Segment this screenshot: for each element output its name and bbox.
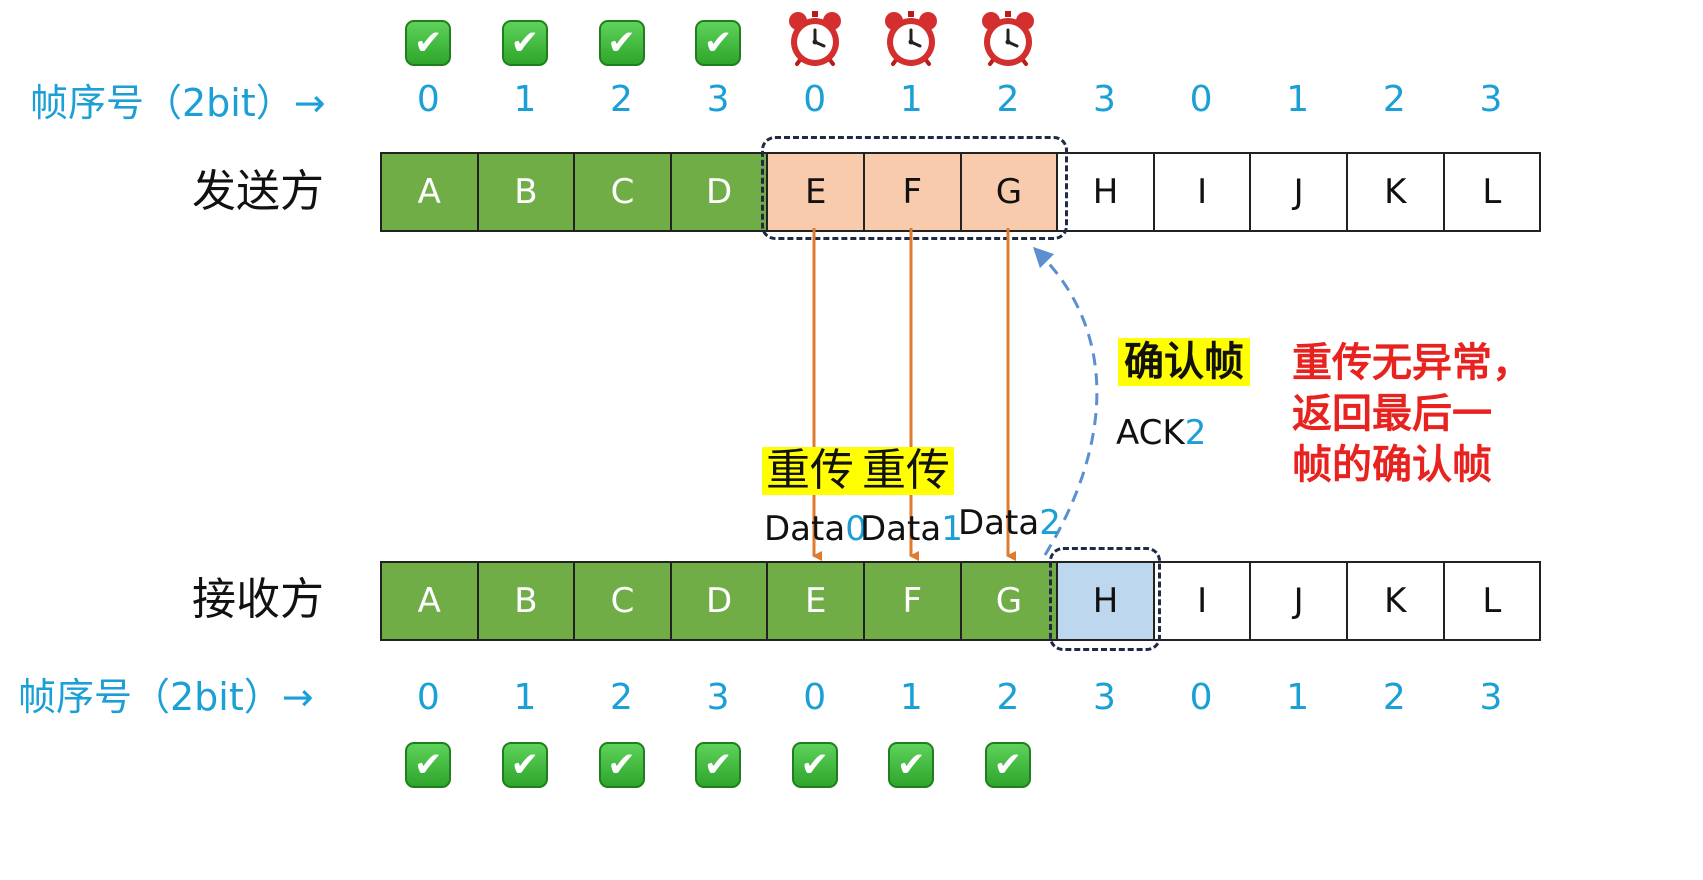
receiver-seq-caption: 帧序号（2bit）→ xyxy=(18,675,314,719)
sender-seq-0: 0 xyxy=(416,79,440,120)
sender-seq-10: 2 xyxy=(1382,79,1406,120)
note-line-3: 帧的确认帧 xyxy=(1292,442,1492,489)
receiver-check-icon-6: ✔ xyxy=(984,742,1031,788)
receiver-check-icon-2: ✔ xyxy=(598,742,645,788)
ack-frame-title: 确认帧 xyxy=(1118,338,1250,386)
receiver-seq-0: 0 xyxy=(416,677,440,718)
note-line-1: 重传无异常， xyxy=(1292,340,1532,386)
sender-check-icon-1: ✔ xyxy=(501,20,548,66)
sender-seq-2: 2 xyxy=(610,79,633,120)
retransmit-label-0: 重传 xyxy=(762,447,858,495)
sender-alarm-clock-icon-4 xyxy=(783,8,847,76)
sender-check-icon-3: ✔ xyxy=(695,20,742,66)
sender-frame-F: F xyxy=(863,152,962,232)
sender-frame-A: A xyxy=(380,152,479,232)
receiver-seq-8: 0 xyxy=(1189,677,1213,718)
receiver-frame-D: D xyxy=(669,561,769,641)
sender-seq-1: 1 xyxy=(513,79,537,120)
note-text: 重传无异常， 返回最后一 帧的确认帧 xyxy=(1292,338,1532,492)
receiver-frame-G: G xyxy=(959,561,1059,641)
sender-frame-K: K xyxy=(1346,152,1445,232)
receiver-seq-1: 1 xyxy=(513,677,537,718)
sender-frame-G: G xyxy=(959,152,1059,232)
sender-frame-D: D xyxy=(669,152,769,232)
receiver-frame-J: J xyxy=(1249,561,1348,641)
sender-seq-9: 1 xyxy=(1286,79,1310,120)
receiver-seq-9: 1 xyxy=(1286,677,1310,718)
receiver-frame-E: E xyxy=(766,561,865,641)
sender-seq-4: 0 xyxy=(803,79,827,120)
retransmit-label-1: 重传 xyxy=(858,447,954,495)
receiver-frame-B: B xyxy=(476,561,576,641)
receiver-seq-2: 2 xyxy=(610,677,633,718)
sender-seq-11: 3 xyxy=(1479,79,1503,120)
data-label-1: Data1 xyxy=(860,509,963,549)
sender-label: 发送方 xyxy=(192,166,324,217)
receiver-frame-H: H xyxy=(1056,561,1155,641)
ack-label: ACK2 xyxy=(1116,413,1207,453)
receiver-seq-4: 0 xyxy=(803,677,827,718)
receiver-seq-11: 3 xyxy=(1479,677,1503,718)
sender-frame-C: C xyxy=(573,152,672,232)
sender-alarm-clock-icon-5 xyxy=(879,8,943,76)
receiver-frame-I: I xyxy=(1152,561,1252,641)
sender-frame-B: B xyxy=(476,152,576,232)
sender-alarm-clock-icon-6 xyxy=(976,8,1040,76)
receiver-check-icon-0: ✔ xyxy=(405,742,452,788)
receiver-seq-7: 3 xyxy=(1093,677,1116,718)
receiver-window xyxy=(1049,547,1161,651)
receiver-seq-6: 2 xyxy=(996,677,1020,718)
sender-check-icon-2: ✔ xyxy=(598,20,645,66)
sender-frame-E: E xyxy=(766,152,865,232)
data-label-0: Data0 xyxy=(764,509,867,549)
receiver-frame-A: A xyxy=(380,561,479,641)
receiver-seq-10: 2 xyxy=(1382,677,1406,718)
sender-frame-H: H xyxy=(1056,152,1155,232)
sender-check-icon-0: ✔ xyxy=(405,20,452,66)
ack-arrow xyxy=(1032,246,1099,556)
sender-frame-L: L xyxy=(1442,152,1542,232)
sender-frame-I: I xyxy=(1152,152,1252,232)
receiver-check-icon-1: ✔ xyxy=(501,742,548,788)
sender-seq-7: 3 xyxy=(1093,79,1116,120)
receiver-check-icon-5: ✔ xyxy=(888,742,935,788)
sender-seq-3: 3 xyxy=(706,79,730,120)
sender-window xyxy=(761,136,1068,240)
note-line-2: 返回最后一 xyxy=(1292,391,1492,438)
sender-seq-5: 1 xyxy=(899,79,923,120)
receiver-frame-L: L xyxy=(1442,561,1542,641)
receiver-label: 接收方 xyxy=(192,574,324,625)
receiver-check-icon-4: ✔ xyxy=(791,742,838,788)
data-label-2: Data2 xyxy=(958,503,1061,543)
receiver-seq-3: 3 xyxy=(706,677,730,718)
receiver-check-icon-3: ✔ xyxy=(695,742,742,788)
sender-seq-6: 2 xyxy=(996,79,1020,120)
sender-seq-caption: 帧序号（2bit）→ xyxy=(30,81,326,125)
receiver-frame-F: F xyxy=(863,561,962,641)
sender-seq-8: 0 xyxy=(1189,79,1213,120)
receiver-seq-5: 1 xyxy=(899,677,923,718)
